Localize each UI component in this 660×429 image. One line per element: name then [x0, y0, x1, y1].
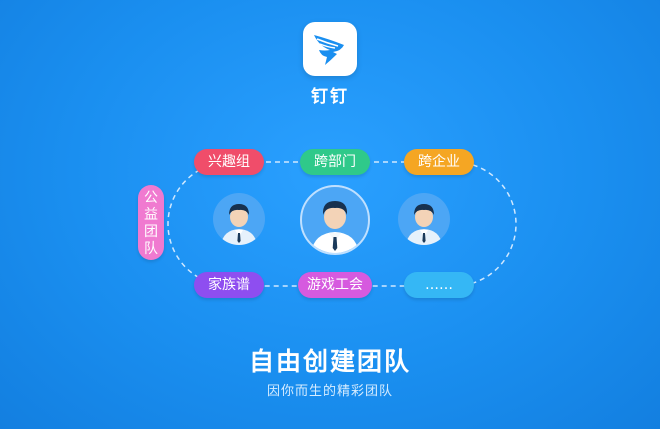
tag-label: …… [425, 277, 453, 293]
tag-more[interactable]: …… [404, 272, 474, 298]
person-avatar-icon [311, 201, 359, 253]
tag-label: 兴趣组 [208, 154, 250, 170]
tag-charity-team[interactable]: 公益团队 [138, 185, 164, 260]
person-avatar-icon [221, 204, 257, 245]
headline-title: 自由创建团队 [248, 347, 411, 376]
tag-label: 游戏工会 [307, 277, 363, 293]
tag-cross-company[interactable]: 跨企业 [404, 149, 474, 175]
tag-label: 公益团队 [144, 190, 158, 257]
avatar-left [213, 193, 265, 245]
person-avatar-icon [406, 204, 442, 245]
app-name: 钉钉 [311, 87, 349, 107]
tag-family-tree[interactable]: 家族谱 [194, 272, 264, 298]
tag-label: 跨企业 [418, 154, 460, 170]
tag-cross-department[interactable]: 跨部门 [300, 149, 370, 175]
tag-label: 跨部门 [314, 154, 356, 170]
tag-label: 家族谱 [208, 277, 250, 293]
avatar-center [300, 185, 370, 255]
tag-game-union[interactable]: 游戏工会 [298, 272, 372, 298]
headline-subtitle: 因你而生的精彩团队 [266, 384, 393, 399]
dingtalk-app-icon [303, 22, 357, 76]
avatar-right [398, 193, 450, 245]
tag-interest-group[interactable]: 兴趣组 [194, 149, 264, 175]
dingtalk-wing-icon [314, 35, 344, 65]
